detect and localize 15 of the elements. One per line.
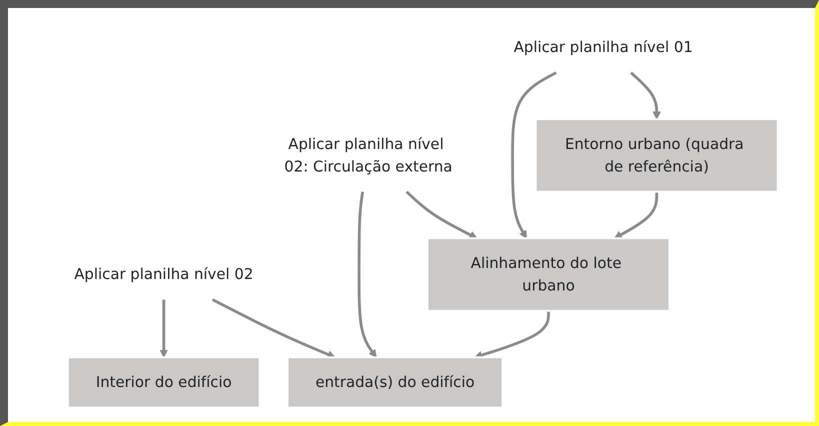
node-box: entrada(s) do edifício xyxy=(286,356,503,408)
node-box: Interior do edifício xyxy=(66,356,260,408)
arrow xyxy=(357,192,376,358)
node-text: Aplicar planilha nível 02 xyxy=(74,265,253,283)
arrow xyxy=(510,71,556,239)
arrow xyxy=(630,72,660,120)
arrow xyxy=(474,310,550,359)
arrow xyxy=(211,298,335,358)
arrow xyxy=(614,192,658,239)
node-text: Aplicar planilha nível 01 xyxy=(513,38,692,56)
node-box: Alinhamento do lote urbano xyxy=(426,237,670,312)
arrow xyxy=(159,300,168,358)
arrow xyxy=(405,190,477,239)
node-box: Entorno urbano (quadra de referência) xyxy=(534,118,778,193)
node-text: Aplicar planilha nível 02: Circulação externa xyxy=(284,135,452,175)
